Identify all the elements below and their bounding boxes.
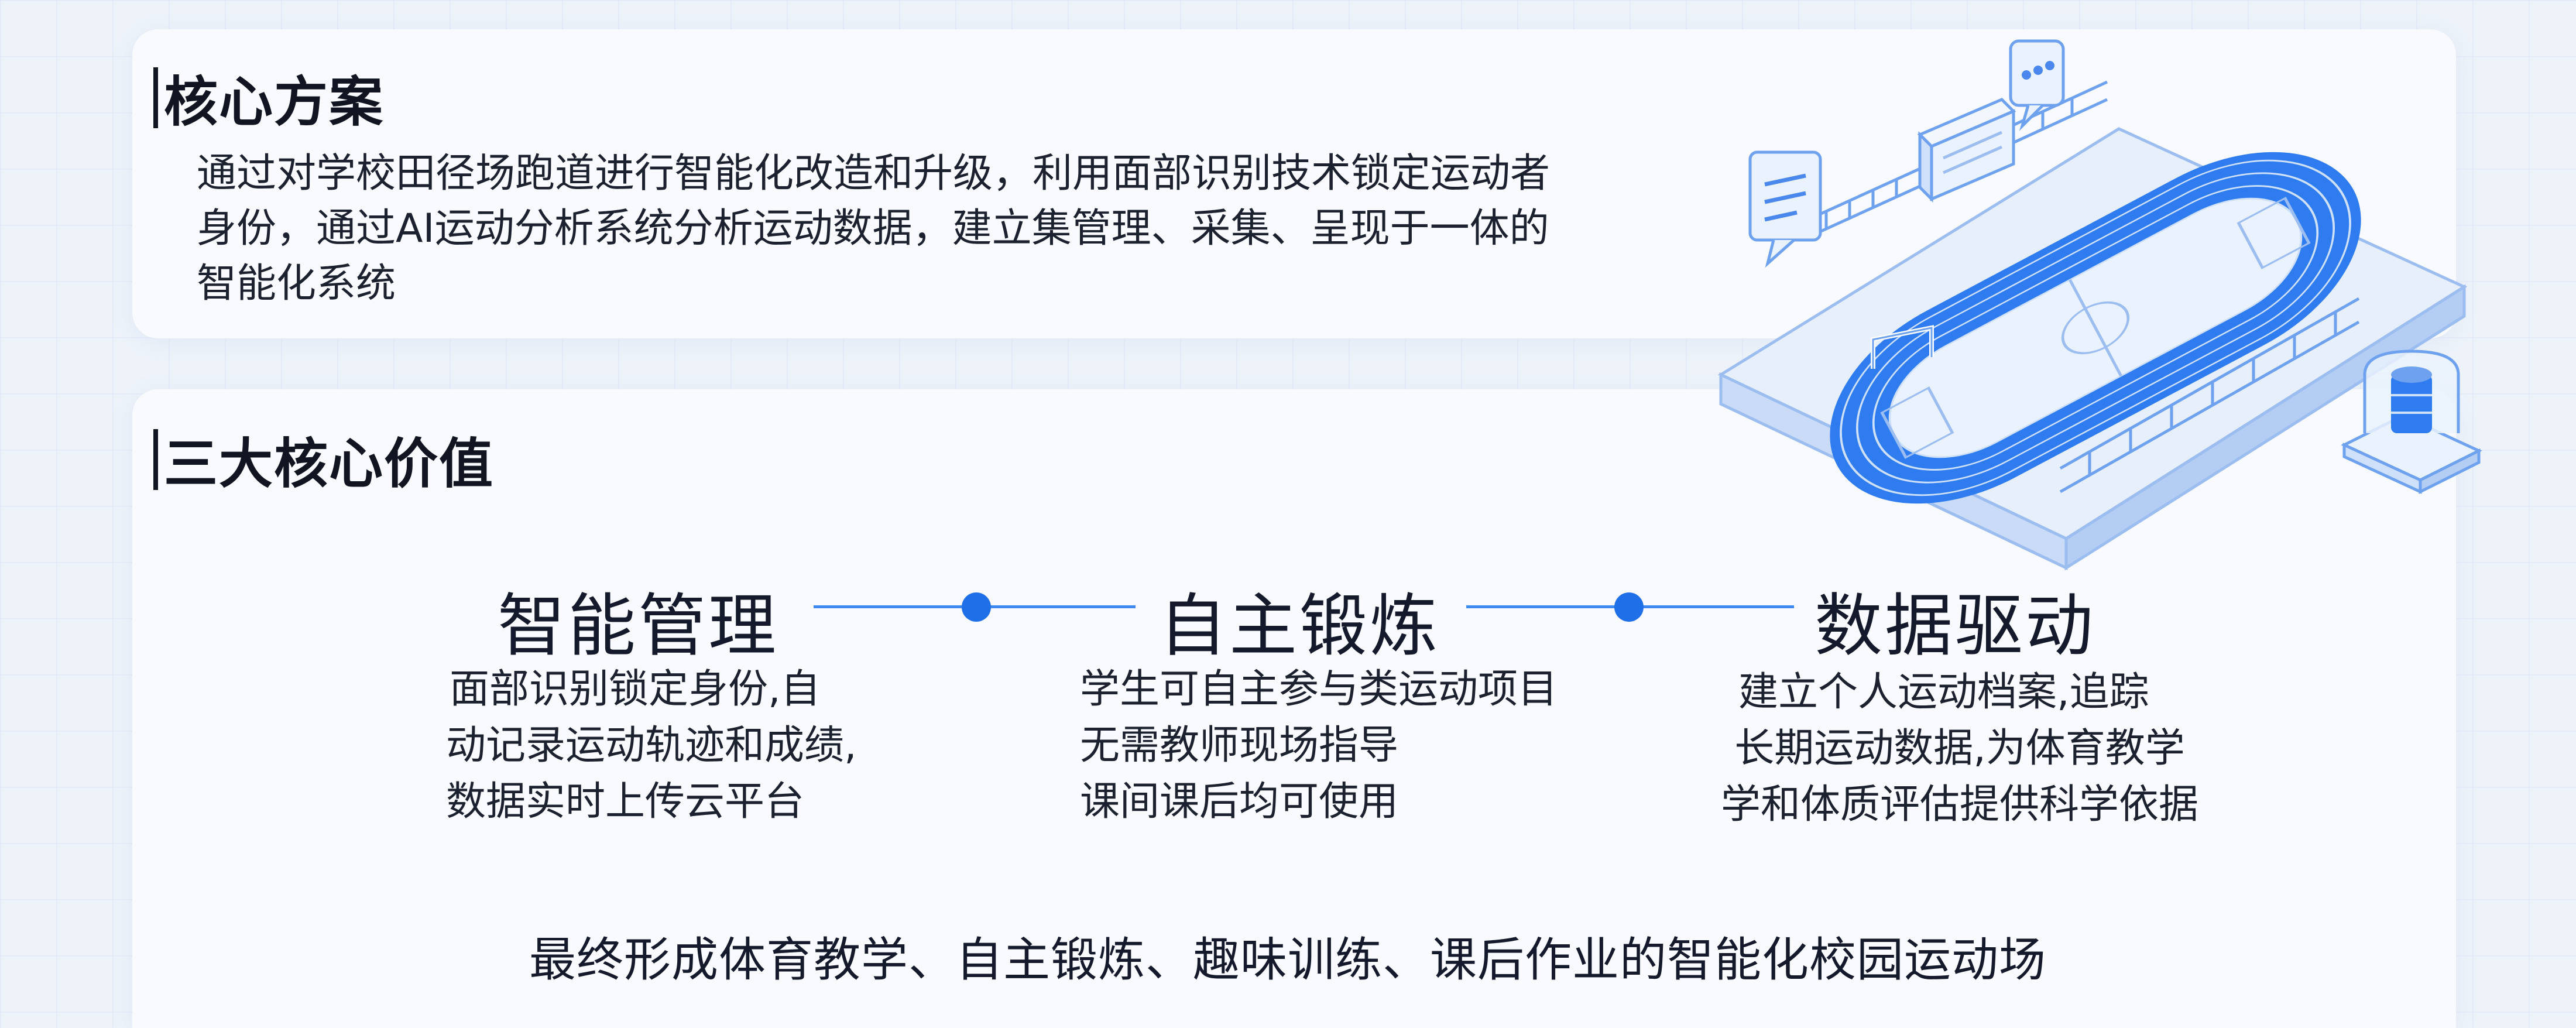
- core-line: 智能化系统: [197, 261, 396, 307]
- core-solution-text: 通过对学校田径场跑道进行智能化改造和升级，利用面部识别技术锁定运动者 身份，通过…: [197, 146, 1695, 311]
- chat-bubble-icon: [1748, 150, 1822, 268]
- stadium-illustration: [1717, 39, 2482, 571]
- value-desc-line: 课间课后均可使用: [1080, 779, 1399, 825]
- conclusion-text: 最终形成体育教学、自主锻炼、趣味训练、课后作业的智能化校园运动场: [529, 933, 2046, 987]
- core-values-title: 三大核心价值: [164, 433, 495, 495]
- core-line: 通过对学校田径场跑道进行智能化改造和升级，利用面部识别技术锁定运动者: [197, 150, 1551, 197]
- core-line: 身份，通过AI运动分析系统分析运动数据，建立集管理、采集、呈现于一体的: [197, 205, 1549, 252]
- value-connector-dot: [1614, 592, 1644, 622]
- fence: [2059, 297, 2360, 494]
- soccer-goal-icon: [1871, 325, 1934, 369]
- value-connector-dot: [962, 592, 991, 622]
- field-center-circle: [2061, 301, 2130, 355]
- value-desc-line: 学生可自主参与类运动项目: [1080, 666, 1558, 712]
- platform-side-right: [2064, 284, 2466, 571]
- value-desc-line: 无需教师现场指导: [1080, 722, 1399, 769]
- value-desc-data-driven: 建立个人运动档案,追踪 长期运动数据,为体育教学 学和体质评估提供科学依据: [1721, 664, 2198, 833]
- track-lane: [1840, 159, 2351, 496]
- value-desc-line: 建立个人运动档案,追踪: [1738, 669, 2149, 715]
- value-title-self-training: 自主锻炼: [1159, 587, 1440, 666]
- core-solution-heading: 核心方案: [153, 59, 384, 136]
- core-values-heading: 三大核心价值: [153, 420, 494, 498]
- message-bubble-icon: [2009, 39, 2065, 131]
- value-desc-line: 面部识别锁定身份,自: [450, 666, 821, 712]
- heading-bar: [153, 429, 158, 490]
- running-track: [1830, 152, 2361, 504]
- value-desc-line: 动记录运动轨迹和成绩,: [446, 722, 857, 769]
- heading-bar: [153, 67, 158, 128]
- value-desc-smart-management: 面部识别锁定身份,自 动记录运动轨迹和成绩, 数据实时上传云平台: [446, 662, 857, 830]
- track-lane: [1855, 172, 2335, 484]
- field-midline: [2069, 279, 2122, 377]
- core-solution-title: 核心方案: [164, 71, 385, 133]
- value-desc-line: 长期运动数据,为体育教学: [1734, 725, 2185, 772]
- scoreboard-icon: [1917, 98, 2016, 203]
- field-box: [1880, 386, 1954, 459]
- value-desc-line: 学和体质评估提供科学依据: [1721, 782, 2199, 828]
- value-desc-self-training: 学生可自主参与类运动项目 无需教师现场指导 课间课后均可使用: [1080, 662, 1558, 830]
- track-lane: [1872, 185, 2319, 471]
- value-title-data-driven: 数据驱动: [1814, 587, 2095, 666]
- database-icon: [2341, 349, 2482, 495]
- value-desc-line: 数据实时上传云平台: [446, 779, 805, 825]
- field-box: [2237, 197, 2311, 270]
- value-title-smart-management: 智能管理: [498, 587, 778, 666]
